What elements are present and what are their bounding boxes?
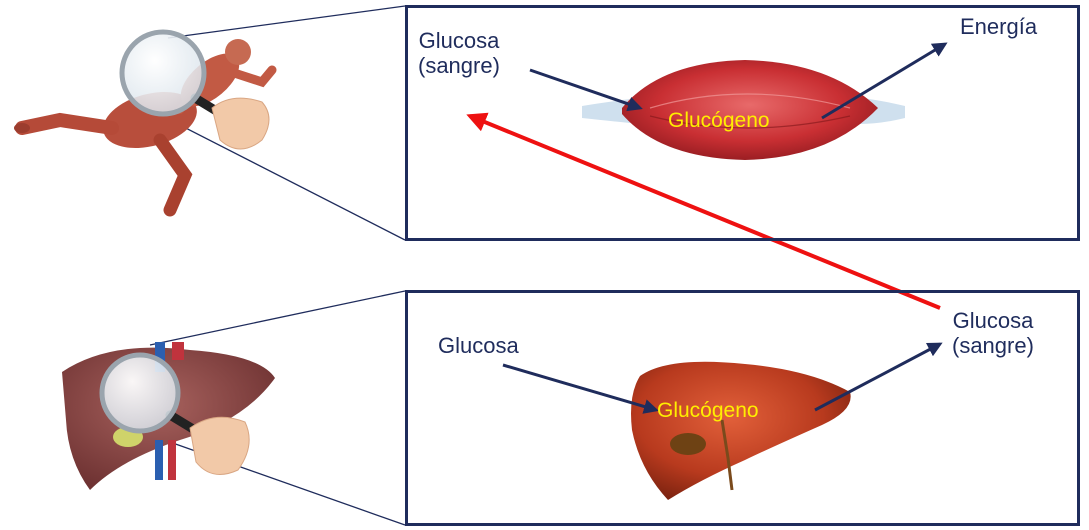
glucose-label: Glucosa: [438, 333, 519, 358]
zoom-lines-top: [168, 6, 405, 240]
glucose-blood-label: Glucosa (sangre): [952, 308, 1034, 358]
glycogen-label: Glucógeno: [668, 108, 770, 133]
glycogen-label: Glucógeno: [657, 398, 759, 423]
energy-label: Energía: [960, 14, 1037, 39]
glucose-blood-label: Glucosa (sangre): [418, 28, 500, 78]
